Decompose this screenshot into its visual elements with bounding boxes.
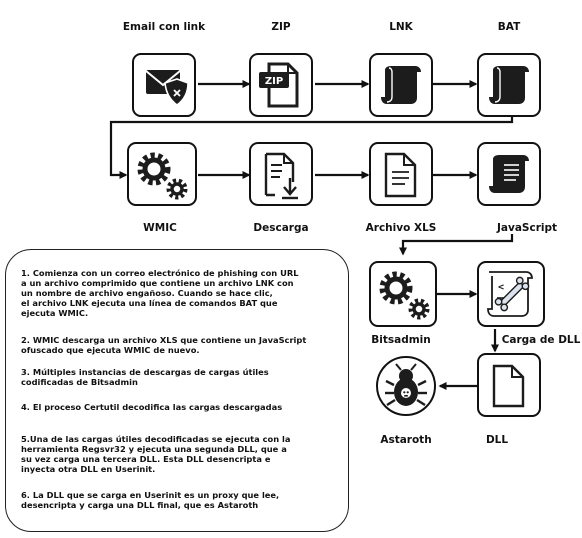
blank-file-icon [492, 364, 525, 408]
description-step-2: 2. WMIC descarga un archivo XLS que cont… [21, 335, 307, 355]
lnk-label: LNK [389, 21, 413, 33]
node-bitsadmin: Bitsadmin [369, 261, 437, 346]
description-step-6: 6. La DLL que se carga en Userinit es un… [21, 490, 280, 510]
zip-badge-text: ZIP [265, 76, 283, 87]
node-lnk: LNK [369, 21, 433, 117]
bitsadmin-label: Bitsadmin [371, 334, 431, 346]
xls-label: Archivo XLS [366, 222, 437, 234]
gears-icon [379, 271, 430, 320]
dll-label: DLL [486, 434, 508, 446]
node-dll: DLL [477, 353, 541, 446]
zip-file-icon: ZIP [259, 62, 299, 108]
script-scroll-icon [489, 66, 529, 104]
description-step-4: 4. El proceso Certutil decodifica las ca… [21, 402, 283, 412]
wmic-label: WMIC [143, 222, 177, 234]
node-javascript: JavaScript [477, 142, 557, 234]
script-scroll-icon [381, 66, 421, 104]
malware-bug-icon [385, 363, 427, 407]
carga-dll-label: Carga de DLL [502, 334, 581, 346]
description-panel: 1. Comienza con un correo electrónico de… [5, 249, 349, 532]
node-xls: Archivo XLS [366, 142, 437, 234]
description-step-5: 5.Una de las cargas útiles decodificadas… [21, 434, 291, 474]
node-descarga: Descarga [249, 142, 313, 234]
flow-arrows [109, 80, 514, 390]
node-bat: BAT [477, 21, 541, 117]
code-bone-icon: < [487, 271, 533, 317]
arrow-javascript-to-bitsadmin [399, 234, 514, 256]
descarga-box [249, 142, 313, 206]
envelope-shield-icon [145, 70, 189, 106]
email-label: Email con link [123, 21, 206, 33]
file-download-icon [264, 152, 298, 200]
arrow-bat-to-wmic [109, 115, 514, 179]
node-zip: ZIP ZIP [249, 21, 313, 117]
node-astaroth: Astaroth [376, 356, 436, 446]
astaroth-label: Astaroth [380, 434, 431, 446]
description-step-3: 3. Múltiples instancias de descargas de … [21, 367, 269, 387]
descarga-label: Descarga [253, 222, 308, 234]
node-wmic: WMIC [127, 142, 197, 234]
svg-text:<: < [498, 282, 504, 293]
bat-label: BAT [498, 21, 521, 33]
description-step-1: 1. Comienza con un correo electrónico de… [21, 268, 299, 318]
node-email: Email con link [123, 21, 206, 117]
node-carga-dll: < Carga de DLL [477, 261, 581, 346]
gears-icon [137, 152, 188, 200]
javascript-label: JavaScript [496, 222, 557, 234]
zip-label: ZIP [271, 21, 291, 33]
document-icon [384, 152, 417, 198]
script-scroll-icon [489, 155, 529, 193]
